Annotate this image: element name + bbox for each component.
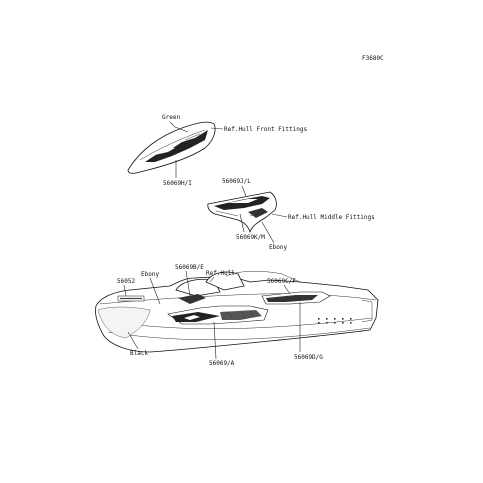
middle-color-leader <box>261 221 275 244</box>
hull-color-ebony-leader <box>149 277 161 305</box>
hull-part-be-label: 56069B/E <box>175 264 204 271</box>
middle-decal <box>207 191 277 234</box>
front-ref-label: Ref.Hull Front Fittings <box>224 126 307 133</box>
front-color-leader <box>169 121 189 133</box>
middle-color-label: Ebony <box>269 244 287 251</box>
hull-part-a-leader <box>213 321 217 360</box>
hull-ref-leader <box>209 276 215 283</box>
hull-part-a-label: 56069/A <box>209 360 235 367</box>
front-decal <box>127 121 216 174</box>
middle-part-bottom-label: 56069K/M <box>236 234 265 241</box>
middle-part-top-label: 56069J/L <box>222 178 251 185</box>
hull <box>95 271 379 353</box>
front-part-label: 56069H/I <box>163 180 192 187</box>
hull-color-black-label: Black <box>130 350 148 357</box>
front-color-label: Green <box>162 114 180 121</box>
middle-part-top-leader <box>241 185 247 197</box>
middle-part-bottom-leader <box>239 213 245 233</box>
middle-ref-label: Ref.Hull Middle Fittings <box>288 214 375 221</box>
middle-ref-leader <box>271 213 288 218</box>
hull-part-be-leader <box>185 270 191 297</box>
hull-part-56052-label: 56052 <box>117 278 135 285</box>
hull-part-dg-label: 56069D/G <box>294 354 323 361</box>
figure-code: F3680C <box>362 55 384 62</box>
hull-ref-label: Ref.Hull <box>206 270 235 277</box>
hull-part-cf-leader <box>283 284 291 295</box>
hull-part-56052-leader <box>123 284 127 297</box>
hull-part-cf-label: 56069C/F <box>267 278 296 285</box>
front-ref-leader <box>210 127 224 130</box>
hull-color-ebony-label: Ebony <box>141 271 159 278</box>
hull-color-black-leader <box>127 331 139 350</box>
